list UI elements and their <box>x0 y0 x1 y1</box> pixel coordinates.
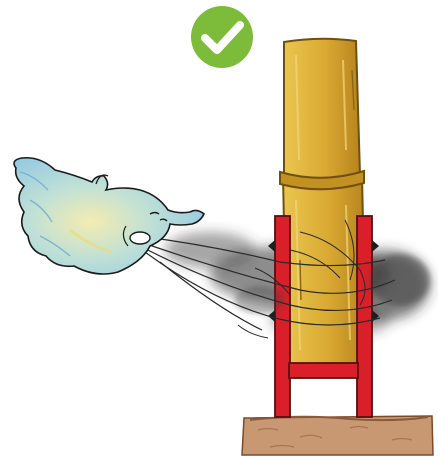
left-post <box>275 216 290 417</box>
status-badge <box>191 6 253 68</box>
status-badge-circle <box>191 6 253 68</box>
right-post <box>357 216 372 417</box>
post-crossbar <box>289 363 358 378</box>
bamboo-pole-icon <box>280 39 366 378</box>
soil-ground-icon <box>242 416 433 455</box>
